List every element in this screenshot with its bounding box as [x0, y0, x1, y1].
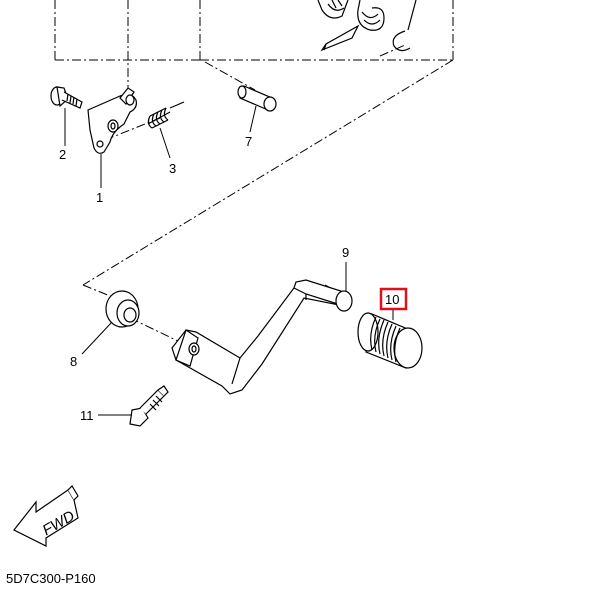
part-2-bolt	[50, 86, 83, 109]
part-label-8: 8	[70, 354, 77, 369]
part-label-1: 1	[96, 190, 103, 205]
torsion-spring-top	[320, 0, 385, 52]
part-10-pedal-rubber	[357, 312, 423, 369]
part-label-2: 2	[59, 147, 66, 162]
part-11-bolt	[129, 385, 169, 427]
part-1-bracket	[87, 87, 137, 154]
part-label-7: 7	[245, 134, 252, 149]
upper-shaft-partial	[317, 0, 349, 19]
fwd-arrow-icon: FWD	[13, 485, 79, 547]
part-label-10: 10	[385, 292, 399, 307]
part-8-oil-seal	[105, 290, 140, 328]
part-label-9: 9	[342, 245, 349, 260]
part-7-pin	[237, 85, 277, 112]
part-9-shift-pedal	[171, 279, 353, 395]
leader-lines	[64, 105, 394, 416]
diagram-code: 5D7C300-P160	[6, 571, 96, 586]
circlip-top	[392, 0, 417, 52]
part-label-11: 11	[80, 408, 94, 423]
part-10-highlight-box	[379, 287, 408, 311]
part-3-spring	[147, 101, 185, 129]
assembly-boundary	[54, 0, 454, 343]
part-label-3: 3	[169, 161, 176, 176]
